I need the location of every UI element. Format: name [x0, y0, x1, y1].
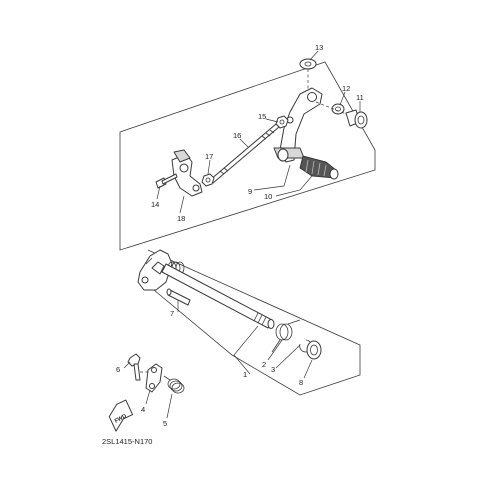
pedal-rubber-10 [299, 155, 339, 180]
bolt-14 [155, 173, 178, 189]
shift-shaft-1 [161, 263, 275, 329]
shift-rod-16 [209, 123, 280, 184]
callout-9: 9 [248, 187, 252, 196]
pin-7 [166, 288, 191, 306]
fwd-label: FWD [114, 413, 128, 424]
callout-14: 14 [151, 200, 159, 209]
drawing-code: 2SL1415-N170 [102, 437, 152, 446]
callout-6: 6 [116, 365, 120, 374]
callout-12: 12 [342, 84, 350, 93]
callout-2: 2 [262, 360, 266, 369]
callout-8: 8 [299, 378, 303, 387]
callout-4: 4 [141, 405, 145, 414]
callout-3: 3 [271, 365, 275, 374]
forward-direction-marker: FWD [108, 399, 134, 432]
callout-17: 17 [205, 152, 213, 161]
callout-18: 18 [177, 214, 185, 223]
pivot-bolt-11 [345, 109, 368, 129]
callout-5: 5 [163, 419, 167, 428]
shift-pedal-9 [273, 87, 323, 163]
stopper-lever-4 [145, 363, 163, 393]
callout-13: 13 [315, 43, 323, 52]
callout-11: 11 [356, 93, 364, 102]
shift-arm-18 [171, 149, 203, 197]
washer-13 [299, 58, 317, 70]
lower-group-frame [147, 249, 361, 396]
callout-10: 10 [264, 192, 272, 201]
washer-12 [331, 103, 345, 115]
stopper-bolt-6 [127, 353, 141, 381]
nut-17 [201, 173, 215, 187]
upper-group-frame [119, 61, 376, 251]
callout-1: 1 [243, 370, 247, 379]
callout-15: 15 [258, 112, 266, 121]
callout-16: 16 [233, 131, 241, 140]
oil-seal-8 [306, 340, 322, 360]
callout-7: 7 [170, 309, 174, 318]
spring-5 [163, 375, 185, 394]
torsion-spring-2 [271, 319, 301, 353]
